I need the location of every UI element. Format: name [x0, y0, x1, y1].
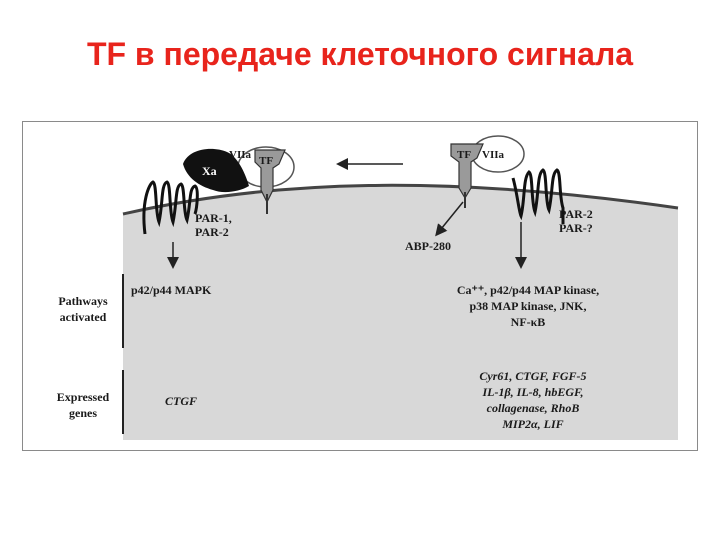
left-receptor-label-2: PAR-2 [195, 225, 229, 239]
right-pathway-line-3: NF-κB [511, 315, 546, 329]
left-xa-shape [183, 148, 249, 193]
right-tf-shape [450, 143, 484, 200]
left-tf-label: TF [259, 155, 273, 167]
cytoplasm-area [123, 185, 678, 440]
left-genes: CTGF [165, 394, 197, 408]
pathways-label-2: activated [60, 310, 107, 324]
right-receptor-label-1: PAR-2 [559, 207, 593, 221]
right-viia-label: VIIa [482, 149, 505, 161]
abp-arrow [435, 201, 464, 237]
right-genes-line-3: collagenase, RhoB [487, 401, 580, 415]
expressed-label-2: genes [69, 406, 97, 420]
signaling-diagram: Xa VIIa TF TF VIIa PAR-1, PAR-2 PAR-2 PA… [57, 135, 679, 440]
left-viia-label: VIIa [229, 149, 252, 161]
right-receptor-label-2: PAR-? [559, 221, 593, 235]
left-receptor-label-1: PAR-1, [195, 211, 232, 225]
right-tf-label: TF [457, 149, 471, 161]
abp-label: ABP-280 [405, 239, 451, 253]
right-receptor-serpentine [511, 168, 565, 224]
xa-label: Xa [202, 164, 217, 178]
signaling-figure: Xa VIIa TF TF VIIa PAR-1, PAR-2 PAR-2 PA… [22, 121, 698, 451]
right-genes-line-1: Cyr61, CTGF, FGF-5 [479, 369, 586, 383]
pathways-label-1: Pathways [58, 294, 108, 308]
right-genes-line-4: MIP2α, LIF [501, 417, 563, 431]
left-pathway: p42/p44 MAPK [131, 283, 212, 297]
right-pathway-line-1: Ca⁺⁺, p42/p44 MAP kinase, [457, 283, 599, 297]
left-tf-shape [254, 149, 286, 204]
left-receptor-serpentine [142, 180, 199, 235]
right-genes-line-2: IL-1β, IL-8, hbEGF, [482, 385, 584, 399]
cell-membrane [122, 183, 679, 216]
expressed-label-1: Expressed [57, 390, 110, 404]
right-pathway-line-2: p38 MAP kinase, JNK, [469, 299, 586, 313]
slide-title: TF в передаче клеточного сигнала [86, 36, 634, 72]
